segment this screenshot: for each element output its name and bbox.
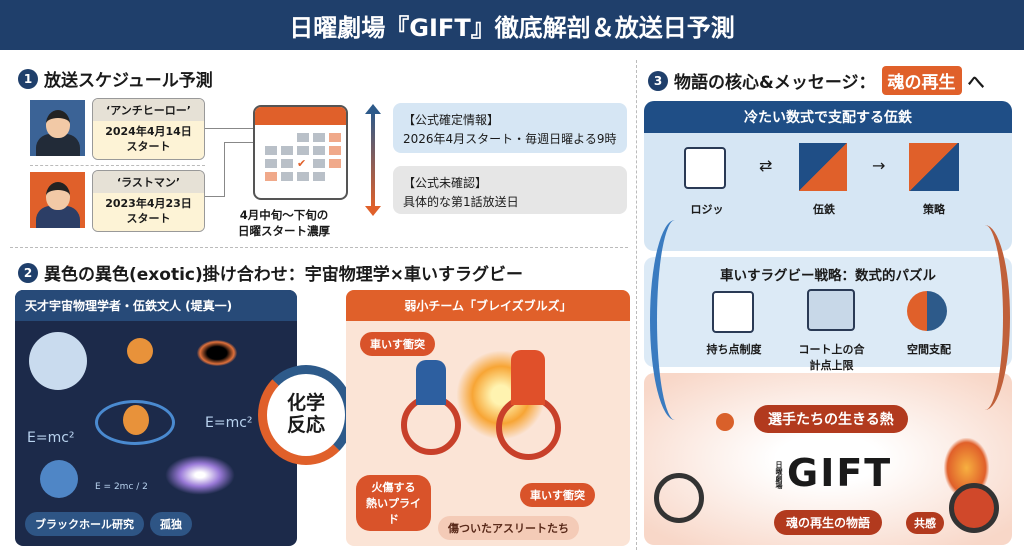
tag: ブラックホール研究 [25,512,144,536]
box-title: 車いすラグビー戦略：数式的パズル [720,268,936,284]
info-text: 2026年4月スタート・毎週日曜よる9時 [403,132,617,147]
team-panel: 弱小チーム「ブレイズブルズ」 車いす衝突 車いす衝突 火傷する 熱いプライド 傷… [346,290,630,546]
callout: 火傷する 熱いプライド [356,475,431,531]
formula: E = 2mc / 2 [95,482,148,492]
section-number: 1 [18,68,38,89]
connector-line [225,142,253,143]
wheelchair-player-icon [949,483,999,533]
box-title: 冷たい数式で支配する伍鉄 [644,101,1012,133]
section3-heading: 3 物語の核心&メッセージ： 魂の再生 へ [648,66,985,95]
callout: 車いす衝突 [520,483,595,507]
cycle-arrow-left [650,220,700,420]
target-arrows-icon [907,291,947,331]
planet-icon [123,405,149,435]
cycle-arrow-right [960,225,1010,410]
portrait-antihero [30,100,85,156]
puzzle-icon [799,143,847,191]
precedent-title: ‘ラストマン’ [93,171,204,193]
gift-logo: GIFT [787,451,893,495]
chemistry-cycle: 化学 反応 [258,365,354,465]
connector-line [205,128,253,129]
precedent-date: 2024年4月14日 [105,125,192,138]
logic-box: 冷たい数式で支配する伍鉄 ⇄ → ロジッ 伍鉄 策略 [644,101,1012,251]
black-hole-icon [197,340,237,366]
soul-box: 選手たちの生きる熱 日曜劇場 GIFT 魂の再生の物語 共感 [644,373,1012,545]
note-line: 4月中旬〜下旬の [239,208,329,222]
planet-icon [127,338,153,364]
planet-icon [40,460,78,498]
heading-suffix: へ [967,73,985,93]
wheelchair-player-icon [654,473,704,523]
puzzle-icon [909,143,959,191]
portrait-lastman [30,172,85,228]
confirmed-info: 【公式確定情報】 2026年4月スタート・毎週日曜よる9時 [393,103,627,153]
section1-heading: 1 放送スケジュール予測 [18,66,213,91]
item-label: 空間支配 [907,343,951,356]
player-icon [511,350,545,405]
connector-line [205,142,225,197]
precedent-date: 2023年4月23日 [105,197,192,210]
section2-heading: 2 異色の異色(exotic)掛け合わせ：宇宙物理学×車いすラグビー [18,260,523,285]
precedent-title: ‘アンチヒーロー’ [93,99,204,121]
item-label: ロジッ [690,203,724,216]
galaxy-icon [95,400,175,445]
divider [636,60,637,550]
unconfirmed-info: 【公式未確認】 具体的な第1話放送日 [393,166,627,214]
item-label: 持ち点制度 [706,343,762,356]
story-banner: 魂の再生の物語 [774,510,883,535]
precedent-suffix: スタート [126,211,171,225]
calendar-icon: ✔ [253,105,348,200]
item-label: 伍鉄 [813,203,835,216]
document-search-icon [684,147,726,189]
basketball-icon [716,413,734,431]
info-label: 【公式確定情報】 [403,113,500,127]
strategy-box: 車いすラグビー戦略：数式的パズル 持ち点制度 コート上の合計点上限 空間支配 [644,257,1012,372]
highlight-badge: 魂の再生 [881,66,962,95]
precedent-card: ‘ラストマン’ 2023年4月23日スタート [92,170,205,232]
heading-text: 放送スケジュール予測 [44,71,213,91]
formula: E=mc² [205,415,253,431]
exchange-arrows-icon: ⇄ [759,156,773,175]
section-number: 2 [18,262,38,283]
precedent-suffix: スタート [126,139,171,153]
physicist-portrait [29,332,87,390]
divider [30,165,205,166]
timeline-arrow [365,104,381,216]
divider [10,247,628,248]
court-icon [807,289,855,331]
heading-text: 異色の異色(exotic)掛け合わせ：宇宙物理学×車いすラグビー [44,265,523,285]
panel-title: 弱小チーム「ブレイズブルズ」 [346,290,630,321]
cycle-text: 反応 [286,414,325,436]
physicist-panel: 天才宇宙物理学者・伍鉄文人 (堤真一) E=mc² E=mc² E = 2mc … [15,290,297,546]
callout: 車いす衝突 [360,332,435,356]
note-line: 日曜スタート濃厚 [238,223,330,238]
info-label: 【公式未確認】 [403,176,488,190]
callout: 傷ついたアスリートたち [438,516,579,540]
tag: 孤独 [150,512,192,536]
item-label: コート上の合計点上限 [798,343,865,372]
formula: E=mc² [27,430,75,446]
heat-banner: 選手たちの生きる熱 [754,405,908,433]
calendar-note: 4月中旬〜下旬の 日曜スタート濃厚 [238,208,330,239]
galaxy-icon [165,455,235,495]
section-number: 3 [648,70,668,91]
page-title: 日曜劇場『GIFT』徹底解剖＆放送日予測 [0,0,1024,50]
player-icon [416,360,446,405]
logo-subtitle: 日曜劇場 [775,461,783,489]
cycle-text: 化学 [286,392,325,415]
precedent-card: ‘アンチヒーロー’ 2024年4月14日スタート [92,98,205,160]
item-label: 策略 [923,203,945,216]
info-text: 具体的な第1話放送日 [403,195,519,210]
arrow-right-icon: → [872,156,886,175]
empathy-badge: 共感 [906,512,944,534]
checklist-icon [712,291,754,333]
panel-title: 天才宇宙物理学者・伍鉄文人 (堤真一) [15,290,297,321]
heading-text: 物語の核心&メッセージ： [674,73,876,93]
